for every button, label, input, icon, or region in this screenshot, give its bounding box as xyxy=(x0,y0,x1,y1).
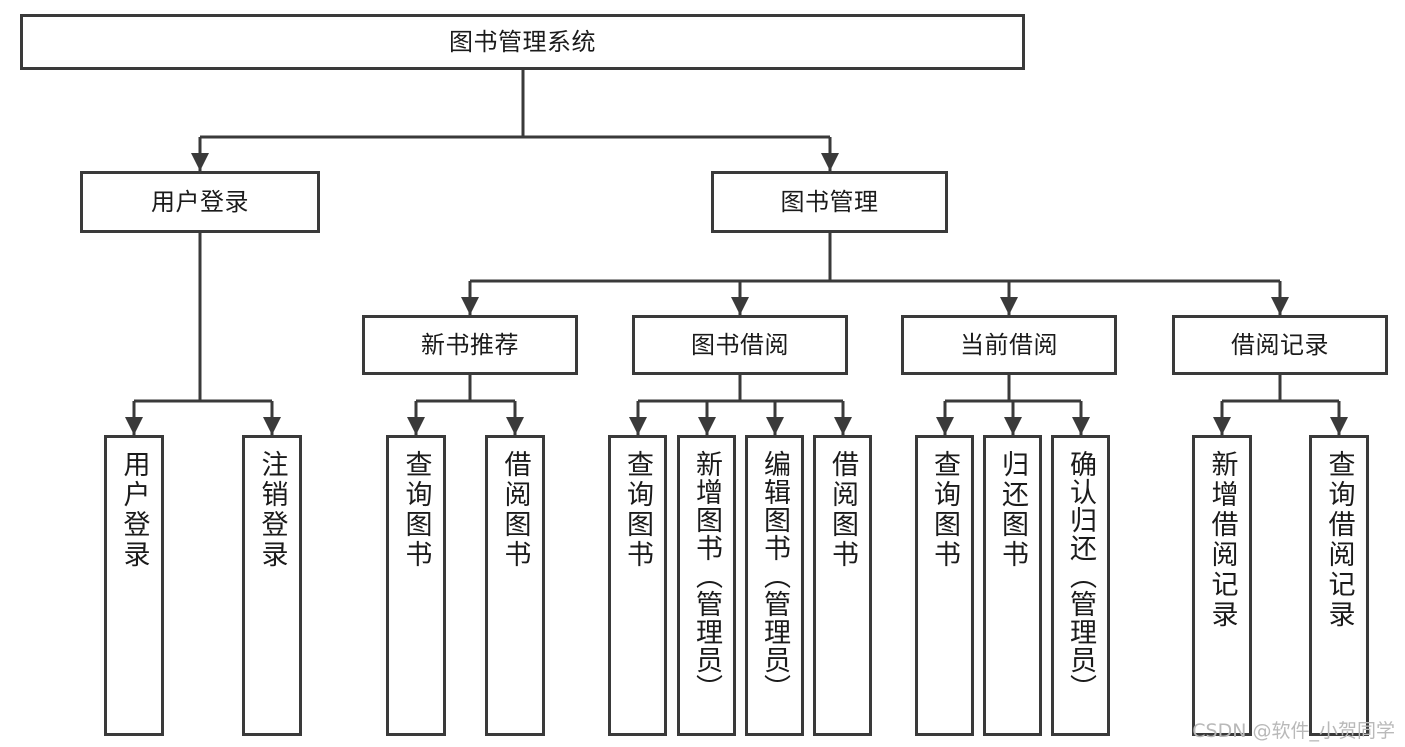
arrow-head xyxy=(1004,417,1022,435)
node-label: 注销登录 xyxy=(256,450,288,570)
node-leaf-user-login: 用户登录 xyxy=(104,435,164,736)
node-leaf-current-query-book: 查询图书 xyxy=(915,435,974,736)
arrow-head xyxy=(506,417,524,435)
arrow-head xyxy=(834,417,852,435)
node-label: 用户登录 xyxy=(151,187,249,216)
node-label: 新增图书（管理员） xyxy=(691,450,722,702)
node-leaf-rec-query-book: 查询图书 xyxy=(386,435,446,736)
node-new-book-recommend: 新书推荐 xyxy=(362,315,578,375)
node-book-borrow: 图书借阅 xyxy=(632,315,848,375)
node-leaf-current-confirm-return: 确认归还（管理员） xyxy=(1051,435,1110,736)
arrow-head xyxy=(1330,417,1348,435)
node-leaf-record-query: 查询借阅记录 xyxy=(1309,435,1369,736)
arrow-head xyxy=(936,417,954,435)
node-label: 查询借阅记录 xyxy=(1323,450,1355,630)
node-borrow-record: 借阅记录 xyxy=(1172,315,1388,375)
node-label: 借阅图书 xyxy=(827,450,858,570)
node-label: 新书推荐 xyxy=(421,330,519,359)
node-leaf-record-add: 新增借阅记录 xyxy=(1192,435,1252,736)
arrow-head xyxy=(766,417,784,435)
node-label: 新增借阅记录 xyxy=(1206,450,1238,630)
arrow-head xyxy=(698,417,716,435)
node-label: 查询图书 xyxy=(929,450,960,570)
node-label: 借阅记录 xyxy=(1231,330,1329,359)
node-label: 编辑图书（管理员） xyxy=(759,450,790,702)
node-label: 借阅图书 xyxy=(499,450,531,570)
node-leaf-user-logout: 注销登录 xyxy=(242,435,302,736)
arrow-head xyxy=(125,417,143,435)
node-label: 确认归还（管理员） xyxy=(1065,450,1096,702)
arrow-head xyxy=(461,297,479,315)
node-leaf-borrow-edit-book: 编辑图书（管理员） xyxy=(745,435,804,736)
node-book-manage: 图书管理 xyxy=(711,171,948,233)
node-root: 图书管理系统 xyxy=(20,14,1025,70)
node-current-borrow: 当前借阅 xyxy=(901,315,1117,375)
node-label: 图书管理 xyxy=(780,187,879,216)
node-label: 归还图书 xyxy=(997,450,1028,570)
arrow-head xyxy=(1000,297,1018,315)
node-label: 当前借阅 xyxy=(960,330,1058,359)
node-leaf-borrow-add-book: 新增图书（管理员） xyxy=(677,435,736,736)
arrow-head xyxy=(1213,417,1231,435)
arrow-head xyxy=(1072,417,1090,435)
node-label: 查询图书 xyxy=(400,450,432,570)
arrow-head xyxy=(191,153,209,171)
node-label: 查询图书 xyxy=(622,450,653,570)
node-label: 图书借阅 xyxy=(691,330,789,359)
arrow-head xyxy=(407,417,425,435)
node-leaf-borrow-borrow-book: 借阅图书 xyxy=(813,435,872,736)
node-user-login: 用户登录 xyxy=(80,171,320,233)
arrow-head xyxy=(629,417,647,435)
node-leaf-current-return-book: 归还图书 xyxy=(983,435,1042,736)
node-leaf-rec-borrow-book: 借阅图书 xyxy=(485,435,545,736)
arrow-head xyxy=(1271,297,1289,315)
node-label: 图书管理系统 xyxy=(449,27,596,56)
arrow-head xyxy=(821,153,839,171)
node-label: 用户登录 xyxy=(118,450,150,570)
arrow-head xyxy=(263,417,281,435)
node-leaf-borrow-query-book: 查询图书 xyxy=(608,435,667,736)
arrow-head xyxy=(731,297,749,315)
